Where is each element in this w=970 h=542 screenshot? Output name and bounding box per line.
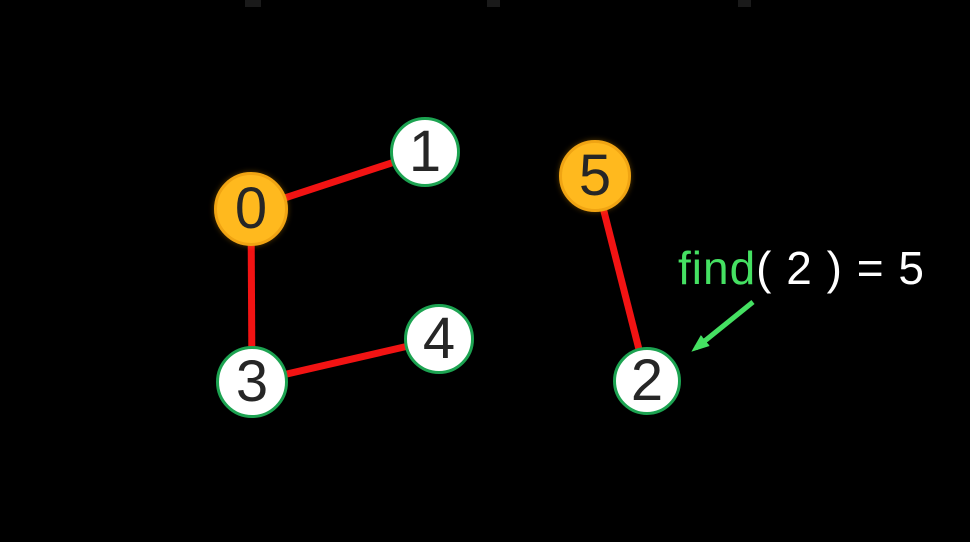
find-function-name: find — [678, 242, 757, 294]
cropped-glyph-artifact — [245, 0, 261, 7]
arrow-layer — [691, 300, 755, 352]
graph-node-5: 5 — [559, 140, 631, 212]
graph-node-2: 2 — [613, 347, 681, 415]
graph-node-3: 3 — [216, 346, 288, 418]
graph-node-4: 4 — [404, 304, 474, 374]
find-arrow-icon — [691, 300, 755, 352]
find-arguments-result: ( 2 ) = 5 — [756, 242, 925, 294]
graph-node-1: 1 — [390, 117, 460, 187]
find-annotation: find( 2 ) = 5 — [678, 245, 925, 291]
graph-node-0: 0 — [214, 172, 288, 246]
cropped-glyph-artifact — [487, 0, 500, 7]
cropped-glyph-artifact — [738, 0, 751, 7]
